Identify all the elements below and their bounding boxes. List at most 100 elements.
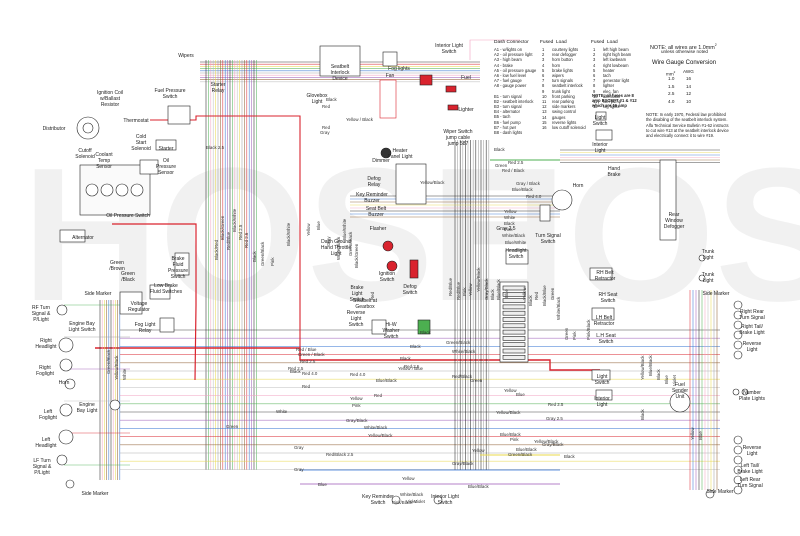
wire-label: Red 4.0 (302, 371, 318, 376)
gauge-mm: 2.5 (668, 91, 675, 97)
wire-label-vertical: Pink (270, 257, 275, 266)
fuse-load: horn (552, 62, 561, 68)
wire-label: Green/Black (446, 340, 471, 345)
rear-light-icon (733, 300, 743, 310)
cylinder-icon (130, 183, 144, 197)
fuse-load: horn button (552, 57, 573, 63)
cylinder-icon (85, 183, 99, 197)
fuse-load: elec. fan (603, 88, 619, 94)
footnote-line: Alfa Technical Service Bulletin #1-62 in… (646, 122, 729, 128)
label-horn-ring: Horn (572, 183, 584, 189)
label-left-tail-brake: Left Tail/Brake Light (737, 463, 763, 475)
fuse-icon (502, 329, 526, 335)
dash-connector-item: A8 - gauge power (494, 83, 527, 89)
wire-label: Red 4.0 (350, 372, 366, 377)
key-reminder-switch-icon (391, 495, 401, 505)
fuse-number: 3 (593, 57, 596, 63)
fuse-load: reverse lights (552, 119, 577, 125)
footnote-line: NOTE: In early 1970, Federal law prohibi… (646, 112, 726, 117)
gauge-mm: 1.5 (668, 83, 675, 89)
wire-label: Yellow (504, 209, 517, 214)
gauge-awg: 14 (686, 83, 692, 89)
fog-relay-icon (159, 317, 175, 333)
interior-light-icon (595, 129, 613, 141)
light-switch-lower-icon (591, 369, 611, 381)
wire-label: Yellow (350, 396, 363, 401)
fuse-number: 11 (593, 99, 598, 104)
wire-red-main (95, 347, 600, 371)
fuse-load: gauges (552, 114, 566, 120)
relay-panel-icon (395, 163, 427, 205)
wire-label-vertical: Black/White (232, 208, 237, 232)
fuse-note-line: amp EXCEPT #1 & #12 (592, 98, 637, 103)
lighter-icon (447, 104, 459, 111)
ignition-switch-icon (386, 260, 398, 272)
wire-label: Gray (294, 445, 304, 450)
wire-label: Violet (406, 499, 417, 504)
wire-label-vertical: Red (370, 291, 375, 300)
rear-light-icon (733, 340, 743, 350)
wire-label: White/Black (364, 425, 388, 430)
left-foglight-icon (59, 403, 73, 417)
fuse-icon (502, 304, 526, 310)
label-lighter: Lighter (458, 107, 474, 113)
fuse-number: 6 (542, 73, 545, 78)
wire-label: Yellow (504, 388, 517, 393)
footnote-line: the disabling of the seatbelt interlock … (646, 117, 728, 123)
wire-label: Black (564, 454, 575, 459)
fuse-load: left lowbeam (603, 57, 626, 63)
fuse-icon (502, 310, 526, 316)
wire-size-note-text: NOTE: all wires are 1.0mm (650, 44, 715, 51)
wire-label: Gray (320, 130, 330, 135)
dash-connector-item: B8 - dash lights (494, 130, 523, 135)
fuse-icon (502, 348, 526, 354)
fuse-load: trunk light (552, 88, 570, 94)
wire-label: Black (326, 97, 337, 102)
wire-label: Pink/Black (392, 500, 413, 505)
fuse-number: 5 (593, 67, 596, 73)
label-distributor: Distributor (42, 126, 66, 132)
wire-label: Gray/Black (346, 418, 368, 423)
rear-light-l-icon (733, 435, 743, 445)
dash-connector-item: B4 - alternator (494, 109, 520, 115)
wire-label: Yellow (472, 448, 485, 453)
wire-label-vertical: Pink/Black (586, 319, 591, 341)
wire-label: Gray (294, 467, 304, 472)
wire-label-vertical: Red 2.5 (238, 224, 243, 240)
label-fan: Fan (385, 73, 395, 79)
dash-connector-item: A7 - fuel gauge (494, 78, 522, 84)
wire-label-vertical: Black (490, 289, 495, 300)
cylinder-icon (100, 183, 114, 197)
fuse-number: 7 (542, 78, 545, 84)
wire-label: White/Black (452, 349, 476, 354)
right-headlight-icon (58, 337, 74, 353)
fuse-icon (502, 323, 526, 329)
wire-label: Pink (352, 403, 361, 408)
fuse-number: 11 (542, 99, 547, 104)
fuse-load: left high beam (603, 47, 629, 52)
wire-label: Yellow/Black (496, 410, 521, 415)
label-wipers: Wipers (178, 53, 194, 59)
wire-label-vertical: Black/Blue (542, 285, 547, 306)
lh-belt-retractor-icon (591, 307, 615, 321)
fuse-number: 10 (542, 93, 547, 99)
